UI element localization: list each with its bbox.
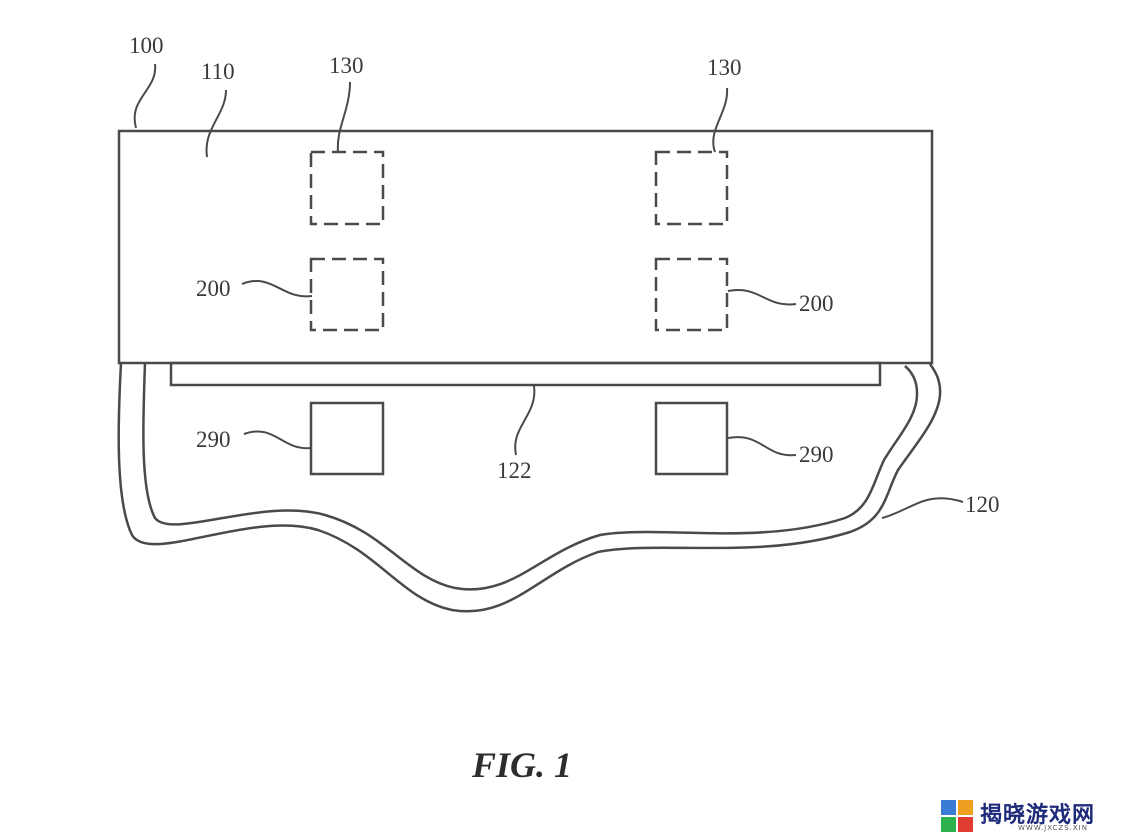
logo-tile-orange (958, 800, 973, 815)
leader-200-right (727, 289, 797, 306)
component-130-right (654, 150, 729, 226)
leader-290-left (243, 430, 312, 450)
flexible-member-inner-outline (142, 362, 919, 591)
top-layer-110 (117, 129, 934, 365)
leader-122 (514, 385, 536, 456)
strip-122 (169, 361, 882, 387)
figure-caption: FIG. 1 (471, 745, 572, 785)
watermark: 揭晓游戏网 WWW.JXCZS.XIN (938, 794, 1128, 838)
label-130-left: 130 (329, 53, 364, 78)
leader-200-left (241, 280, 313, 298)
watermark-site-name: 揭晓游戏网 (980, 803, 1096, 828)
leader-120 (881, 497, 964, 519)
leader-290-right (727, 436, 797, 457)
component-130-left (309, 150, 385, 226)
logo-tile-blue (941, 800, 956, 815)
contact-290-right (654, 401, 729, 476)
element-200-right (654, 257, 729, 332)
label-200-left: 200 (196, 276, 231, 301)
leader-100 (133, 63, 157, 129)
flexible-member-outer-outline (117, 362, 942, 613)
watermark-url: WWW.JXCZS.XIN (1018, 824, 1088, 832)
leader-110 (205, 89, 227, 158)
label-120: 120 (965, 492, 1000, 517)
logo-tile-green (941, 817, 956, 832)
label-130-right: 130 (707, 55, 742, 80)
label-200-right: 200 (799, 291, 834, 316)
puzzle-logo-icon (941, 800, 973, 832)
label-290-left: 290 (196, 427, 231, 452)
leader-130-left (336, 81, 351, 153)
contact-290-left (309, 401, 385, 476)
logo-tile-red (958, 817, 973, 832)
element-200-left (309, 257, 385, 332)
label-110: 110 (201, 59, 235, 84)
label-290-right: 290 (799, 442, 834, 467)
leader-130-right (712, 87, 729, 153)
label-100: 100 (129, 33, 164, 58)
label-122: 122 (497, 458, 532, 483)
